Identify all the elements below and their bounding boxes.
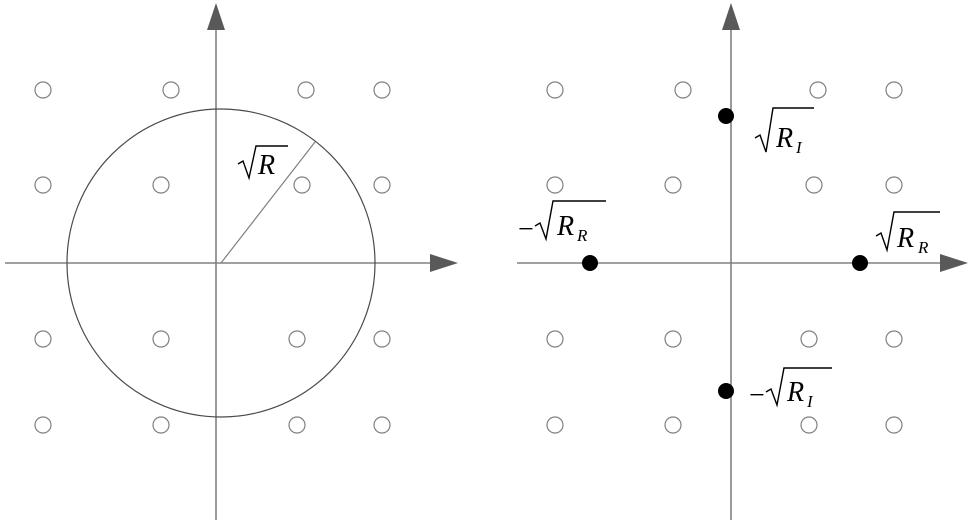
right-open-point [546, 416, 564, 434]
right-open-point [805, 176, 823, 194]
right-open-point [546, 176, 564, 194]
label-pos-real: R R [875, 211, 940, 257]
right-horizontal-axis-arrow-icon [940, 254, 968, 272]
label-neg-real-radical [534, 200, 606, 242]
left-open-point [373, 330, 391, 348]
label-neg-real-symbol: R [556, 211, 574, 242]
right-open-point [674, 81, 692, 99]
left-open-point [373, 176, 391, 194]
left-open-point [288, 330, 306, 348]
left-open-point [297, 81, 315, 99]
left-open-point [152, 176, 170, 194]
left-horizontal-axis-arrow-icon [430, 254, 458, 272]
label-pos-real-radical [875, 211, 940, 253]
right-open-point [800, 330, 818, 348]
filled-point-positive-imaginary [718, 108, 734, 124]
right-open-point [664, 330, 682, 348]
right-open-points [546, 81, 903, 434]
label-neg-imaginary-symbol: R [786, 377, 804, 408]
radius-label: R [237, 145, 288, 181]
label-neg-real: − R R [518, 200, 606, 245]
left-open-point [162, 81, 180, 99]
right-open-point [885, 416, 903, 434]
left-panel: R [5, 3, 458, 520]
label-pos-imaginary-subscript: I [795, 138, 803, 157]
left-open-point [152, 330, 170, 348]
label-neg-imaginary: − R I [749, 367, 832, 411]
right-open-point [885, 330, 903, 348]
label-pos-imaginary-radical [754, 107, 814, 153]
right-open-point [885, 176, 903, 194]
right-panel: R I − R I − R R R R [517, 3, 968, 520]
left-open-point [373, 81, 391, 99]
right-open-point [809, 81, 827, 99]
label-neg-imaginary-subscript: I [806, 392, 814, 411]
left-open-points [34, 81, 391, 434]
left-open-point [288, 416, 306, 434]
radius-label-radical [237, 145, 288, 181]
filled-point-positive-real [852, 255, 868, 271]
right-open-point [885, 81, 903, 99]
left-open-point [373, 416, 391, 434]
label-neg-real-subscript: R [576, 226, 588, 245]
left-open-point [293, 176, 311, 194]
radius-circle [66, 108, 376, 418]
label-pos-real-subscript: R [917, 238, 929, 257]
radius-line [220, 141, 316, 264]
label-neg-imaginary-radical [765, 367, 832, 408]
right-vertical-axis-arrow-icon [722, 3, 740, 30]
left-open-point [34, 176, 52, 194]
left-vertical-axis-arrow-icon [207, 3, 225, 30]
filled-point-negative-imaginary [718, 383, 734, 399]
radius-label-symbol: R [257, 150, 275, 181]
right-open-point [664, 176, 682, 194]
label-neg-real-sign: − [518, 214, 534, 245]
label-neg-imaginary-sign: − [749, 380, 765, 411]
right-open-point [800, 416, 818, 434]
label-pos-imaginary-symbol: R [775, 123, 793, 154]
filled-point-negative-real [582, 255, 598, 271]
label-pos-imaginary: R I [754, 107, 814, 157]
right-open-point [546, 81, 564, 99]
left-open-point [34, 416, 52, 434]
right-open-point [664, 416, 682, 434]
left-open-point [34, 81, 52, 99]
left-open-point [34, 330, 52, 348]
left-open-point [152, 416, 170, 434]
right-open-point [546, 330, 564, 348]
label-pos-real-symbol: R [896, 223, 914, 254]
